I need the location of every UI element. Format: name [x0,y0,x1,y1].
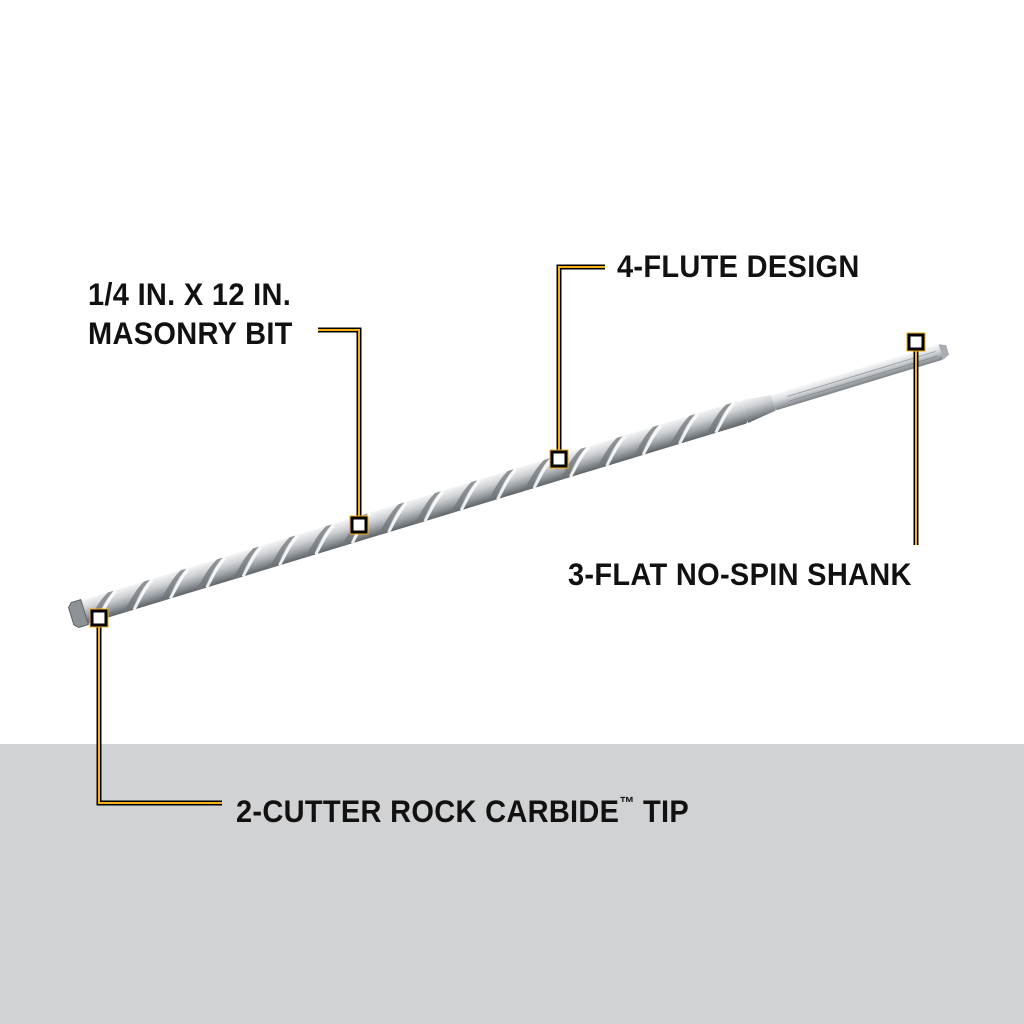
flute-groove [267,535,296,569]
flute-groove [449,480,478,514]
flute-highlight [459,479,481,511]
callout-flute-leader [549,264,605,469]
callout-shank-leader [906,332,926,545]
flute-groove [522,458,550,492]
flute-highlight [241,545,263,578]
flute-groove [595,436,623,470]
flute-groove [558,447,587,481]
flute-groove [377,502,405,536]
shank-flat-line [788,355,938,402]
flute-highlight [423,490,445,522]
callout-size-label: 1/4 IN. X 12 IN. MASONRY BIT [88,276,293,354]
flute-groove [704,402,732,437]
flute-highlight [169,568,190,600]
flute-highlight [496,468,517,500]
callout-flute-label: 4-FLUTE DESIGN [617,250,860,285]
flute-highlight [641,424,663,456]
callout-marker-icon [907,333,925,351]
drill-bit-taper [741,395,776,423]
flute-highlight [714,402,736,434]
shank-end [938,344,950,360]
callout-marker-icon [350,516,368,534]
flute-groove [231,546,260,580]
carbide-tip [68,599,89,628]
callout-size-leader [318,327,369,535]
flute-groove [158,568,187,603]
flute-highlight [568,446,590,478]
flute-highlight [205,556,227,589]
flute-highlight [605,435,626,467]
callout-marker-icon [550,450,568,468]
callout-size-line1: 1/4 IN. X 12 IN. [88,278,292,313]
flute-groove [413,491,441,525]
callout-tip-suffix: TIP [634,794,689,830]
callout-marker-icon [90,609,108,627]
flute-groove [304,524,332,558]
flute-groove [631,425,659,459]
flute-highlight [678,413,699,445]
callout-tip-leader [89,608,222,806]
flute-groove [195,557,223,592]
callout-shank-label: 3-FLAT NO-SPIN SHANK [568,558,912,593]
trademark-symbol: ™ [619,793,635,813]
floor-backdrop [0,744,1024,1024]
flute-groove [667,413,696,448]
flute-highlight [278,534,299,567]
shank-flat-line [787,350,936,397]
callout-size-line2: MASONRY BIT [88,317,293,352]
callout-tip-label: 2-CUTTER ROCK CARBIDE™ TIP [236,784,689,832]
flute-groove [486,469,514,503]
flute-highlight [387,501,408,534]
flute-groove [122,579,150,614]
flute-highlight [132,579,154,611]
drill-bit-image [68,344,950,628]
flute-highlight [314,523,336,556]
callout-tip-text: 2-CUTTER ROCK CARBIDE [236,794,620,830]
